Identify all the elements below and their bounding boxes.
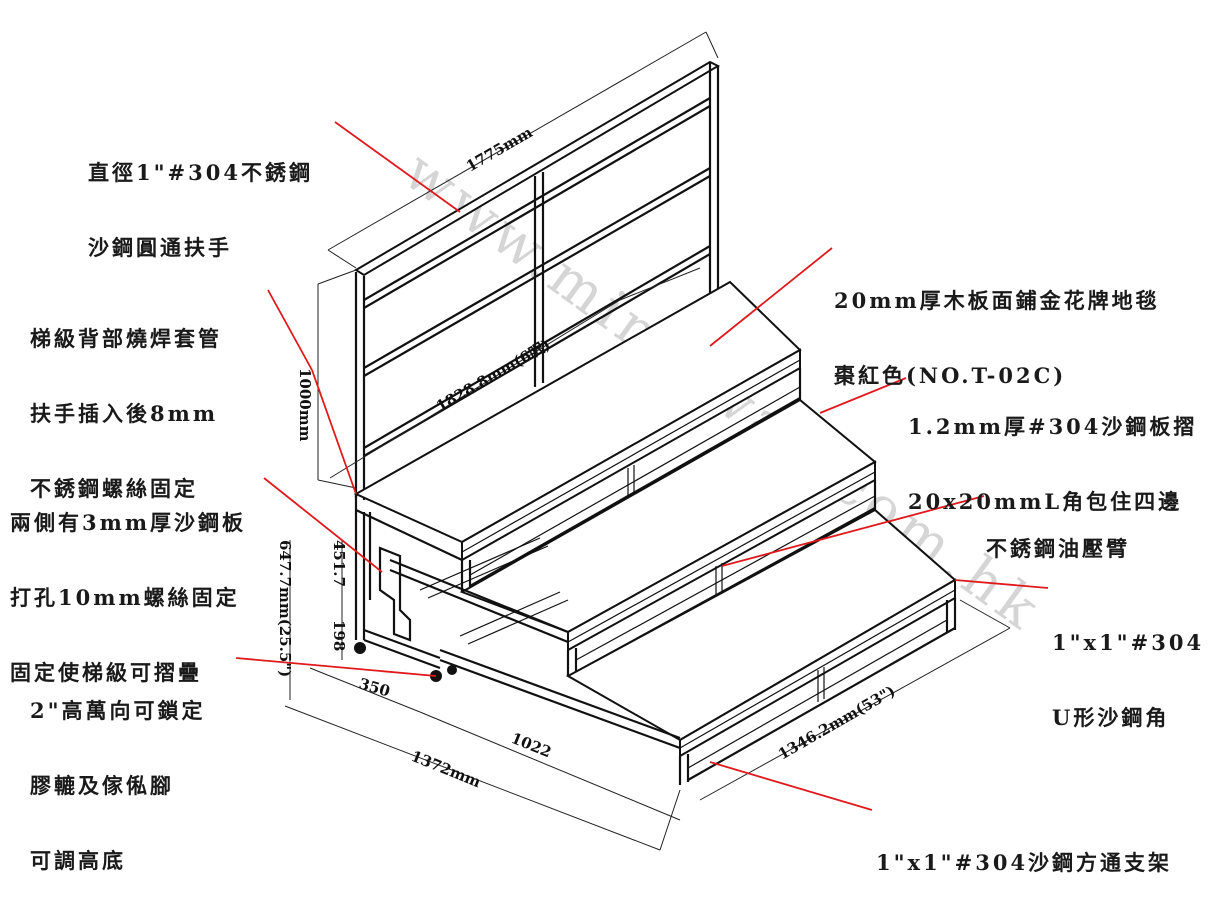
dimension-lines	[284, 31, 1011, 851]
bottom-step	[565, 508, 957, 785]
label-line: 沙鋼圓通扶手	[88, 235, 232, 260]
dim-rail-height: 1000mm	[296, 368, 314, 442]
dim-rail-length: 1775mm	[463, 123, 536, 175]
label-edge-trim: 1.2mm厚#304沙鋼板摺 20x20mmL角包住四邊	[908, 364, 1197, 539]
label-deck: 20mm厚木板面鋪金花牌地毯 棗紅色(NO.T-02C)	[834, 238, 1160, 413]
handrail	[354, 60, 721, 500]
label-casters: 2"高萬向可鎖定 膠轆及傢俬腳 可調高底	[30, 648, 206, 898]
dim-depth-total: 1372mm	[409, 747, 484, 791]
dim-depth-b: 1022	[509, 729, 554, 761]
middle-step	[459, 398, 877, 676]
label-line: 不銹鋼螺絲固定	[30, 476, 198, 501]
label-back-sleeve: 梯級背部燒焊套管 扶手插入後8mm 不銹鋼螺絲固定	[30, 276, 222, 526]
caster-wheel	[447, 665, 457, 675]
label-line: 直徑1"#304不銹鋼	[88, 160, 313, 185]
label-line: 1"x1"#304	[1052, 630, 1205, 655]
dim-total-height: 647.7mm(25.5")	[276, 540, 294, 677]
label-hydraulic-arm: 不銹鋼油壓臂	[986, 486, 1130, 586]
label-line: 1.2mm厚#304沙鋼板摺	[908, 414, 1198, 439]
label-line: 膠轆及傢俬腳	[30, 773, 174, 798]
label-side-plate: 兩側有3mm厚沙鋼板 打孔10mm螺絲固定 固定使梯級可摺疊	[10, 460, 246, 710]
base-frame	[354, 510, 681, 750]
label-line: 棗紅色(NO.T-02C)	[834, 363, 1067, 388]
leader-lines	[235, 121, 1049, 811]
top-step	[353, 280, 802, 592]
label-line: 20mm厚木板面鋪金花牌地毯	[834, 288, 1160, 313]
label-handrail: 直徑1"#304不銹鋼 沙鋼圓通扶手	[88, 110, 313, 285]
label-square-tube: 1"x1"#304沙鋼方通支架	[876, 800, 1172, 900]
dim-lower-height: 198	[330, 620, 348, 651]
label-line: 可調高底	[30, 848, 126, 873]
label-line: 打孔10mm螺絲固定	[10, 585, 240, 610]
label-line: 1"x1"#304沙鋼方通支架	[876, 850, 1173, 875]
label-u-channel: 1"x1"#304 U形沙鋼角	[1052, 580, 1204, 755]
caster-wheel	[354, 642, 366, 654]
label-line: 2"高萬向可鎖定	[30, 698, 206, 723]
label-line: U形沙鋼角	[1052, 705, 1170, 730]
label-line: 20x20mmL角包住四邊	[908, 489, 1183, 514]
dim-depth-a: 350	[357, 675, 392, 701]
label-line: 扶手插入後8mm	[30, 401, 219, 426]
label-line: 梯級背部燒焊套管	[30, 326, 222, 351]
label-line: 不銹鋼油壓臂	[986, 536, 1130, 561]
dim-upper-height: 451.7	[330, 540, 348, 587]
label-line: 固定使梯級可摺疊	[10, 660, 202, 685]
label-line: 兩側有3mm厚沙鋼板	[10, 510, 247, 535]
